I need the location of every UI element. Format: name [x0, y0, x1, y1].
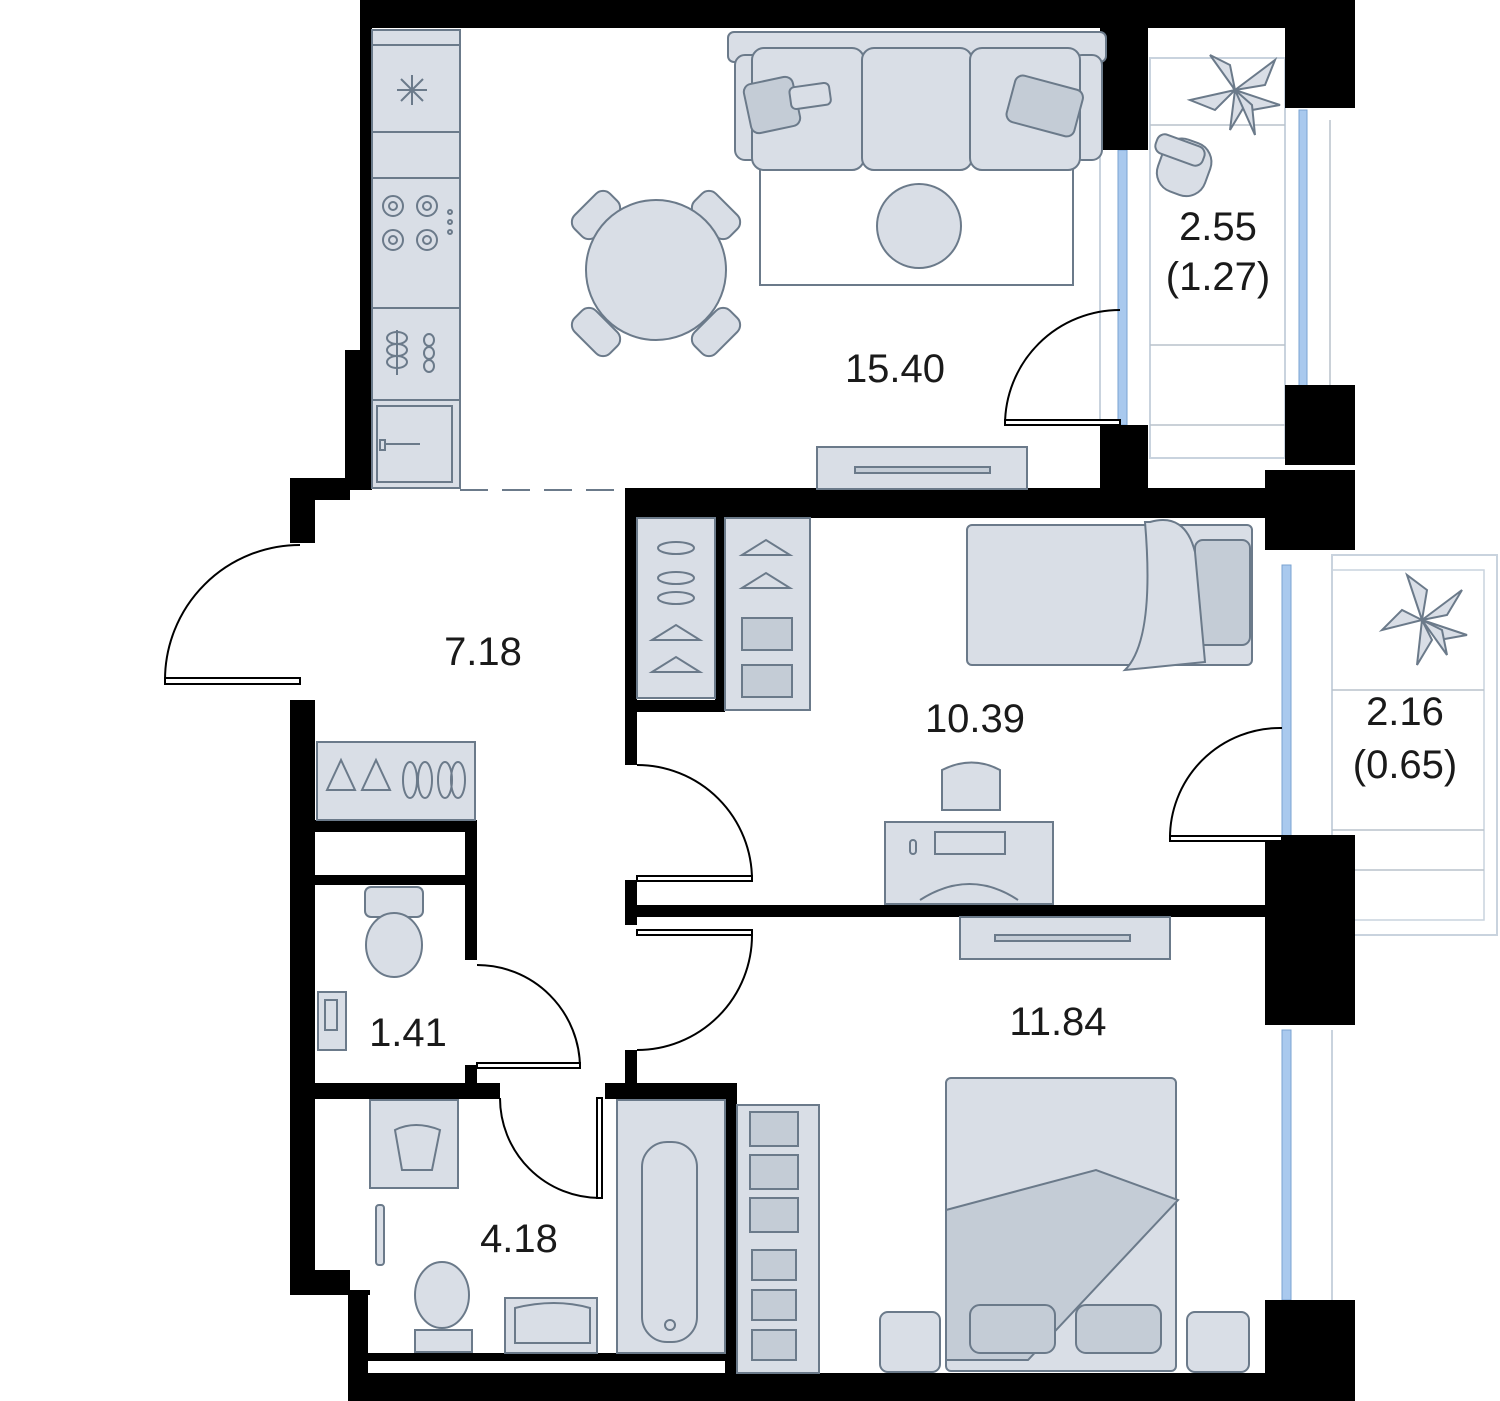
loggia-top	[1149, 57, 1331, 459]
desk	[884, 761, 1054, 905]
area-living-kitchen: 15.40	[845, 347, 945, 391]
area-loggia-top-reduced: (1.27)	[1166, 255, 1271, 299]
area-hallway: 7.18	[444, 630, 522, 674]
wardrobe-shoes	[636, 517, 716, 699]
area-bedroom-small: 10.39	[925, 697, 1025, 741]
coffee-table	[876, 183, 962, 269]
toilet	[364, 886, 424, 978]
walls	[290, 0, 1355, 1401]
sofa	[727, 31, 1107, 286]
balcony-right	[1331, 554, 1498, 936]
washing-machine	[369, 1099, 459, 1189]
area-bathroom: 4.18	[480, 1217, 558, 1261]
towel-rail	[375, 1204, 385, 1266]
bath-sink	[504, 1297, 598, 1354]
shoe-cabinet-hallway	[316, 741, 476, 821]
plant-balcony	[1378, 572, 1468, 666]
stool-loggia	[1154, 133, 1213, 198]
area-loggia-top: 2.55	[1179, 205, 1257, 249]
fridge-icon	[397, 75, 427, 105]
bed-small	[966, 519, 1253, 672]
bed-large	[879, 1077, 1250, 1373]
plant-loggia	[1186, 54, 1281, 136]
area-balcony-right: 2.16	[1366, 690, 1444, 734]
sink-icon	[376, 405, 453, 483]
dining-table	[570, 189, 742, 358]
tv-stand-living	[816, 446, 1028, 490]
wardrobe-clothes	[724, 517, 811, 711]
area-toilet: 1.41	[369, 1011, 447, 1055]
bath-toilet	[414, 1261, 473, 1353]
doors	[164, 309, 1283, 1199]
area-balcony-right-reduced: (0.65)	[1353, 743, 1458, 787]
bathtub	[616, 1099, 726, 1354]
dishwasher-icon	[386, 330, 435, 375]
dresser	[736, 1104, 820, 1374]
hand-sink	[317, 991, 347, 1051]
area-bedroom-large: 11.84	[1009, 1000, 1106, 1044]
tv-stand-bedroom	[959, 916, 1171, 960]
stove-icon	[382, 195, 453, 251]
